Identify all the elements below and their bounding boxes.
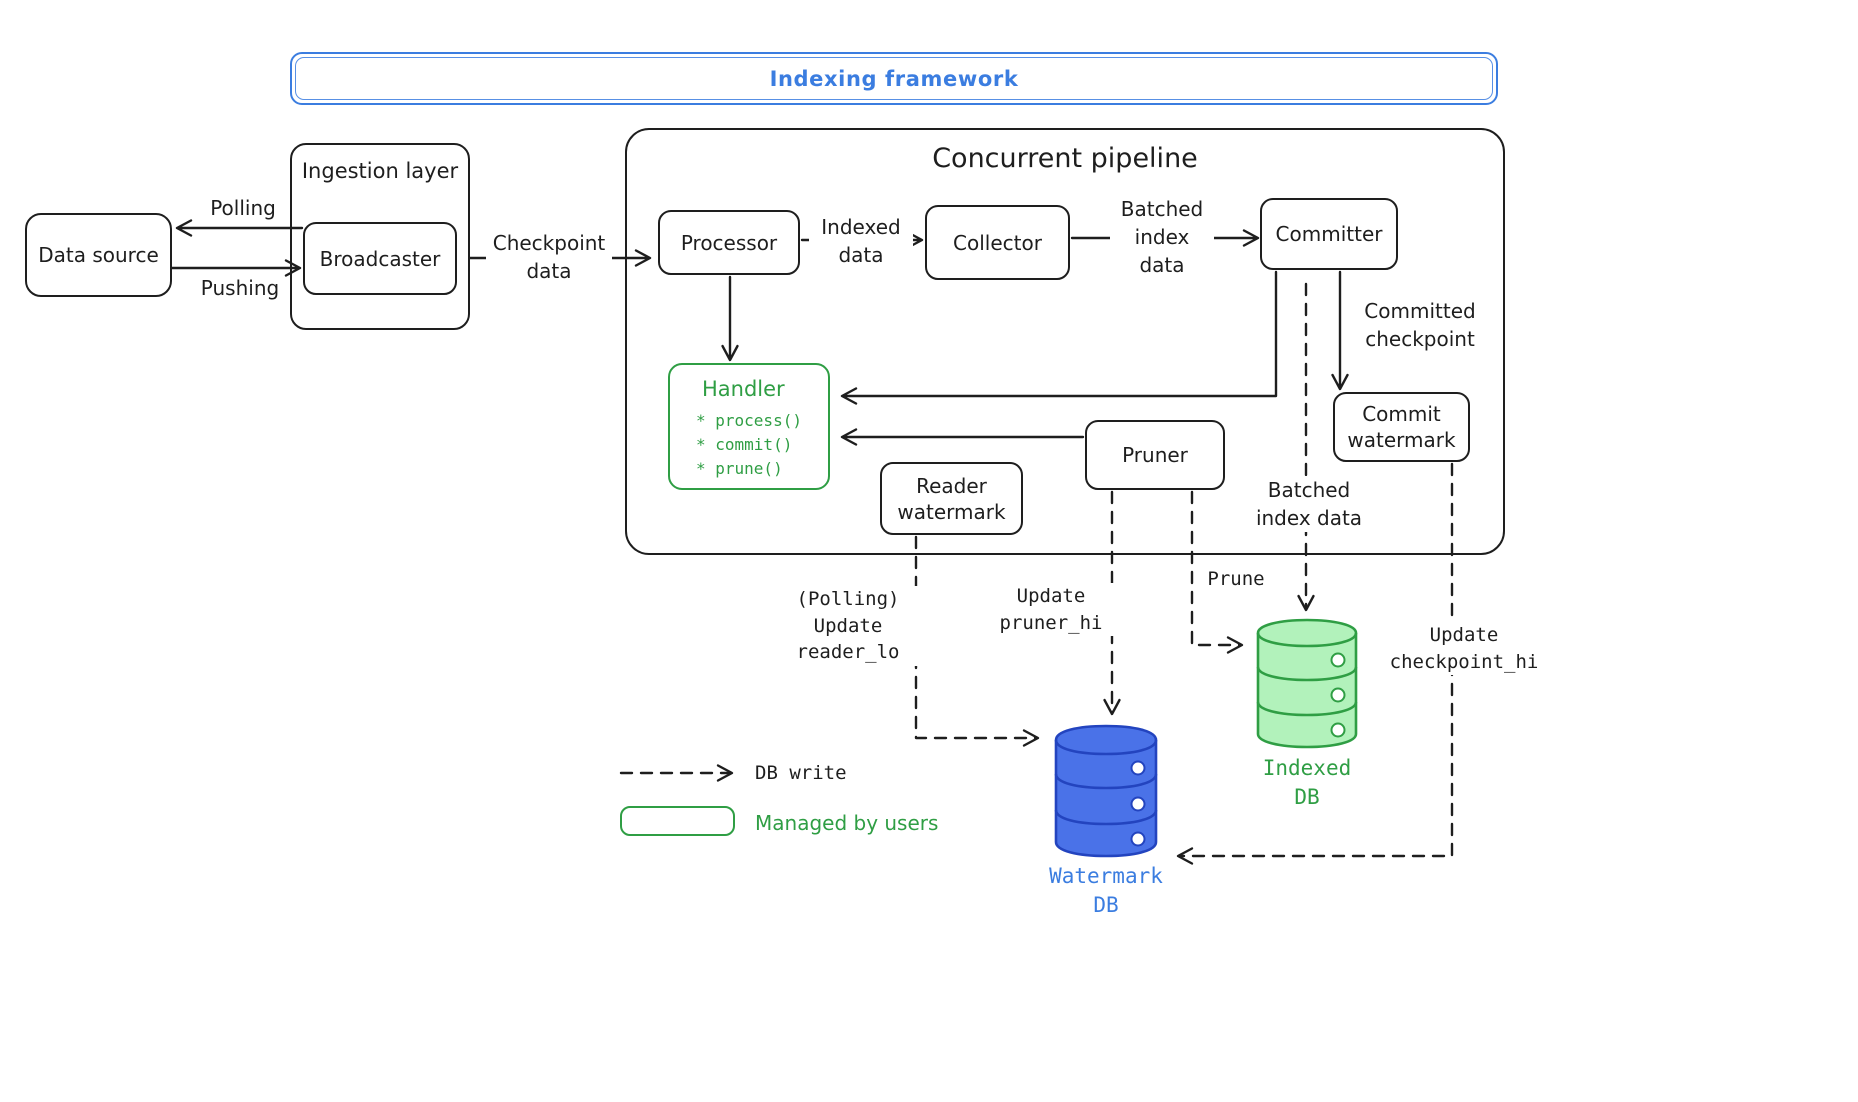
handler-method-process: * process() [696, 411, 802, 430]
node-broadcaster: Broadcaster [303, 222, 457, 295]
concurrent-pipeline-title: Concurrent pipeline [932, 143, 1198, 174]
indexed-db-label: Indexed DB [1262, 756, 1352, 810]
node-commit-watermark: Commit watermark [1333, 392, 1470, 462]
watermark-db-label: Watermark DB [1049, 864, 1163, 918]
node-collector: Collector [925, 205, 1070, 280]
edge-label-update-reader-lo: (Polling) Update reader_lo [768, 586, 928, 666]
ingestion-layer-title: Ingestion layer [301, 159, 459, 183]
node-committer: Committer [1260, 198, 1398, 270]
arrow-update-reader-lo [914, 535, 1040, 747]
edge-label-update-pruner-hi: Update pruner_hi [968, 583, 1134, 637]
edge-label-batched-index-data-db: Batched index data [1238, 476, 1380, 532]
node-handler: Handler * process() * commit() * prune() [668, 363, 830, 490]
arrow-prune [1190, 490, 1244, 654]
arrow-committer-to-handler [840, 270, 1278, 405]
edge-label-committed-checkpoint: Committed checkpoint [1364, 299, 1476, 351]
handler-method-commit: * commit() [696, 435, 793, 454]
node-processor: Processor [658, 210, 800, 275]
node-data-source: Data source [25, 213, 172, 297]
banner-inner-stroke [295, 57, 1493, 100]
legend-db-write-label: DB write [755, 762, 847, 784]
node-pruner: Pruner [1085, 420, 1225, 490]
indexing-framework-banner: Indexing framework [290, 52, 1498, 105]
edge-label-indexed-data: Indexed data [809, 213, 913, 269]
arrow-processor-to-handler [721, 275, 739, 362]
edge-label-batched-index-data: Batched index data [1110, 195, 1214, 279]
edge-label-pushing: Pushing [200, 276, 280, 300]
arrow-update-checkpoint-hi [1176, 462, 1454, 865]
legend-managed-swatch [620, 806, 735, 836]
arrow-pruner-to-handler [840, 428, 1085, 446]
watermark-db-cylinder [1050, 722, 1162, 864]
indexed-db-cylinder [1253, 616, 1361, 756]
edge-label-checkpoint-data: Checkpoint data [486, 229, 612, 285]
arrow-polling [175, 219, 304, 237]
arrow-batched-index-to-db [1297, 282, 1315, 612]
indexing-framework-title: Indexing framework [769, 66, 1019, 91]
handler-title: Handler [702, 377, 785, 401]
ingestion-layer-frame [290, 143, 470, 330]
concurrent-pipeline-frame [625, 128, 1505, 555]
edge-label-prune: Prune [1207, 568, 1265, 590]
node-reader-watermark: Reader watermark [880, 462, 1023, 535]
edge-label-update-checkpoint-hi: Update checkpoint_hi [1378, 622, 1550, 676]
handler-method-prune: * prune() [696, 459, 783, 478]
legend-db-write-arrow [619, 764, 734, 782]
legend-managed-by-users-label: Managed by users [755, 811, 939, 835]
edge-label-polling: Polling [210, 196, 276, 220]
arrow-pushing [170, 259, 302, 277]
arrow-committed-checkpoint [1331, 270, 1349, 391]
